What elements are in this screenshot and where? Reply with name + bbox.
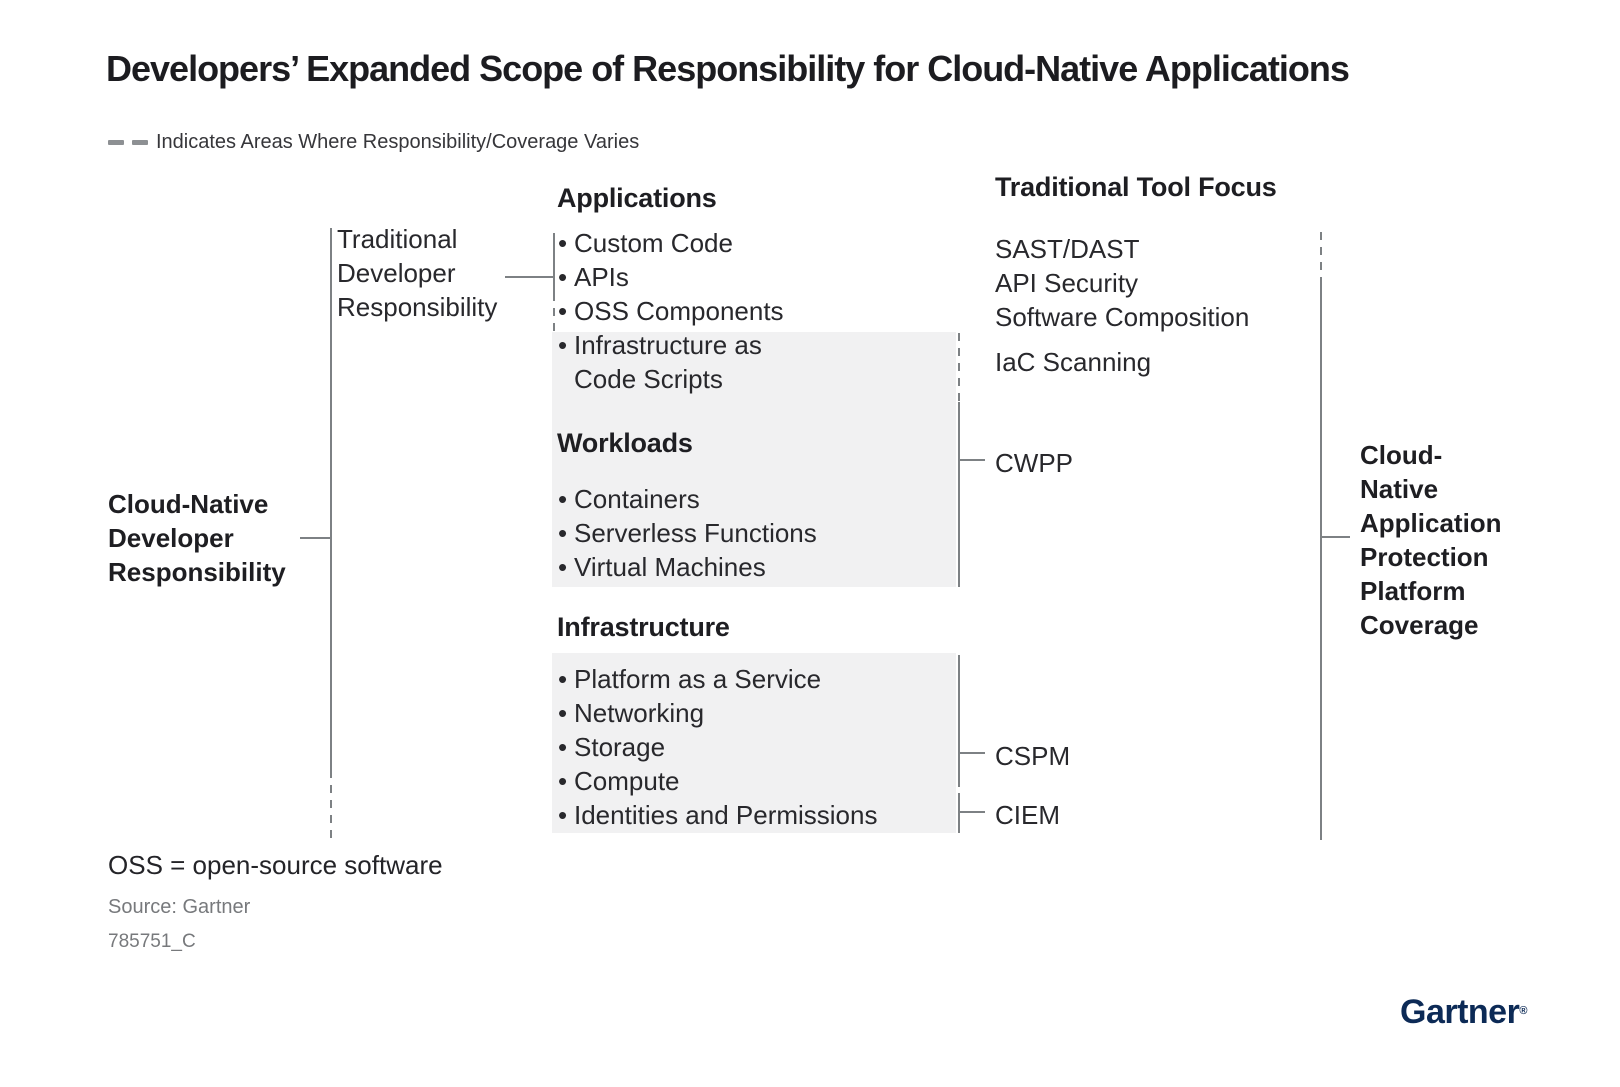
tool-label: Software Composition (995, 302, 1250, 332)
label-line: Developer (108, 523, 234, 553)
gartner-logo-text: Gartner (1400, 993, 1520, 1031)
list-item: • APIs (558, 260, 784, 294)
cwpp-bracket-line-dashed (958, 333, 960, 402)
cnapp-bracket-line-solid (1320, 285, 1322, 840)
list-item: • Containers (558, 482, 817, 516)
cloud-native-bracket-line-dashed (330, 770, 332, 840)
label-line: Responsibility (337, 292, 498, 322)
dashed-line-icon (108, 139, 124, 145)
gartner-logo: Gartner® (1400, 993, 1527, 1032)
list-item: • Serverless Functions (558, 516, 817, 550)
bullet-icon: • (558, 518, 568, 548)
list-item: • Compute (558, 764, 877, 798)
workloads-list: • Containers • Serverless Functions • Vi… (558, 482, 817, 584)
list-item: • Storage (558, 730, 877, 764)
iac-scanning-label: IaC Scanning (995, 347, 1152, 377)
label-line: Traditional (337, 224, 458, 254)
list-item-label: Compute (574, 766, 680, 796)
cloud-native-bracket-tick (300, 537, 330, 539)
list-item: • Identities and Permissions (558, 798, 877, 832)
list-item: • Custom Code (558, 226, 784, 260)
tool-label: SAST/DAST (995, 234, 1140, 264)
label-line: Protection (1360, 542, 1489, 572)
ciem-bracket-line-solid (958, 793, 960, 833)
label-line: Responsibility (108, 557, 286, 587)
bullet-icon: • (558, 698, 568, 728)
label-line: Application (1360, 508, 1502, 538)
bullet-icon: • (558, 484, 568, 514)
legend-label: Indicates Areas Where Responsibility/Cov… (156, 130, 640, 153)
list-item-label: Containers (574, 484, 700, 514)
cnapp-bracket-line-dashed (1320, 232, 1322, 285)
cnapp-coverage-label: Cloud- Native Application Protection Pla… (1360, 438, 1502, 642)
traditional-bracket-line-dashed (553, 293, 555, 332)
list-item-label: Identities and Permissions (574, 800, 878, 830)
dashed-line-icon (132, 139, 148, 145)
list-item-label: Serverless Functions (574, 518, 817, 548)
label-line: Developer (337, 258, 456, 288)
app-tools-list: SAST/DAST API Security Software Composit… (995, 232, 1249, 334)
varies-highlight-box-workloads (552, 332, 956, 587)
traditional-bracket-line-solid (553, 233, 555, 293)
list-item: • Platform as a Service (558, 662, 877, 696)
label-line: Platform (1360, 576, 1466, 606)
bullet-icon: • (558, 228, 568, 258)
cloud-native-developer-responsibility-label: Cloud-Native Developer Responsibility (108, 487, 286, 589)
registered-trademark-icon: ® (1519, 1005, 1528, 1017)
list-item: • Infrastructure as (558, 328, 784, 362)
label-line: Cloud- (1360, 440, 1443, 470)
workloads-heading: Workloads (557, 428, 693, 458)
list-item: • OSS Components (558, 294, 784, 328)
list-item: • Networking (558, 696, 877, 730)
bullet-icon: • (558, 800, 568, 830)
traditional-developer-responsibility-label: Traditional Developer Responsibility (337, 222, 497, 324)
label-line: Coverage (1360, 610, 1479, 640)
cwpp-bracket-line-solid (958, 402, 960, 587)
applications-heading: Applications (557, 183, 717, 213)
bullet-icon: • (558, 732, 568, 762)
ciem-bracket-tick (958, 811, 985, 813)
traditional-bracket-tick (505, 276, 553, 278)
list-item-label: Storage (574, 732, 666, 762)
label-line: Cloud-Native (108, 489, 269, 519)
list-item-continuation: Code Scripts (574, 364, 723, 394)
bullet-icon: • (558, 296, 568, 326)
page-title: Developers’ Expanded Scope of Responsibi… (106, 48, 1350, 89)
cloud-native-bracket-line-solid (330, 228, 332, 770)
bullet-icon: • (558, 262, 568, 292)
cspm-label: CSPM (995, 741, 1071, 771)
list-item: • Virtual Machines (558, 550, 817, 584)
cwpp-label: CWPP (995, 448, 1073, 478)
document-id: 785751_C (108, 931, 196, 952)
applications-list: • Custom Code • APIs • OSS Components • … (558, 226, 784, 396)
traditional-tool-focus-heading: Traditional Tool Focus (995, 172, 1277, 202)
infrastructure-list: • Platform as a Service • Networking • S… (558, 662, 877, 832)
source-note: Source: Gartner (108, 896, 251, 918)
cwpp-bracket-tick (958, 459, 985, 461)
tool-label: API Security (995, 268, 1139, 298)
cspm-bracket-line-solid (958, 655, 960, 787)
list-item-label: Networking (574, 698, 705, 728)
bullet-icon: • (558, 552, 568, 582)
varies-highlight-box-infrastructure (552, 653, 956, 833)
bullet-icon: • (558, 330, 568, 360)
ciem-label: CIEM (995, 800, 1060, 830)
list-item-label: APIs (574, 262, 629, 292)
label-line: Native (1360, 474, 1439, 504)
bullet-icon: • (558, 766, 568, 796)
list-item-label: OSS Components (574, 296, 784, 326)
list-item-label: Virtual Machines (574, 552, 766, 582)
oss-footnote: OSS = open-source software (108, 850, 443, 880)
list-item-label: Custom Code (574, 228, 733, 258)
list-item-label: Platform as a Service (574, 664, 822, 694)
cnapp-bracket-tick (1320, 536, 1350, 538)
bullet-icon: • (558, 664, 568, 694)
cspm-bracket-tick (958, 752, 985, 754)
infrastructure-heading: Infrastructure (557, 612, 730, 642)
list-item-label: Infrastructure as (574, 330, 762, 360)
legend: Indicates Areas Where Responsibility/Cov… (108, 131, 639, 153)
